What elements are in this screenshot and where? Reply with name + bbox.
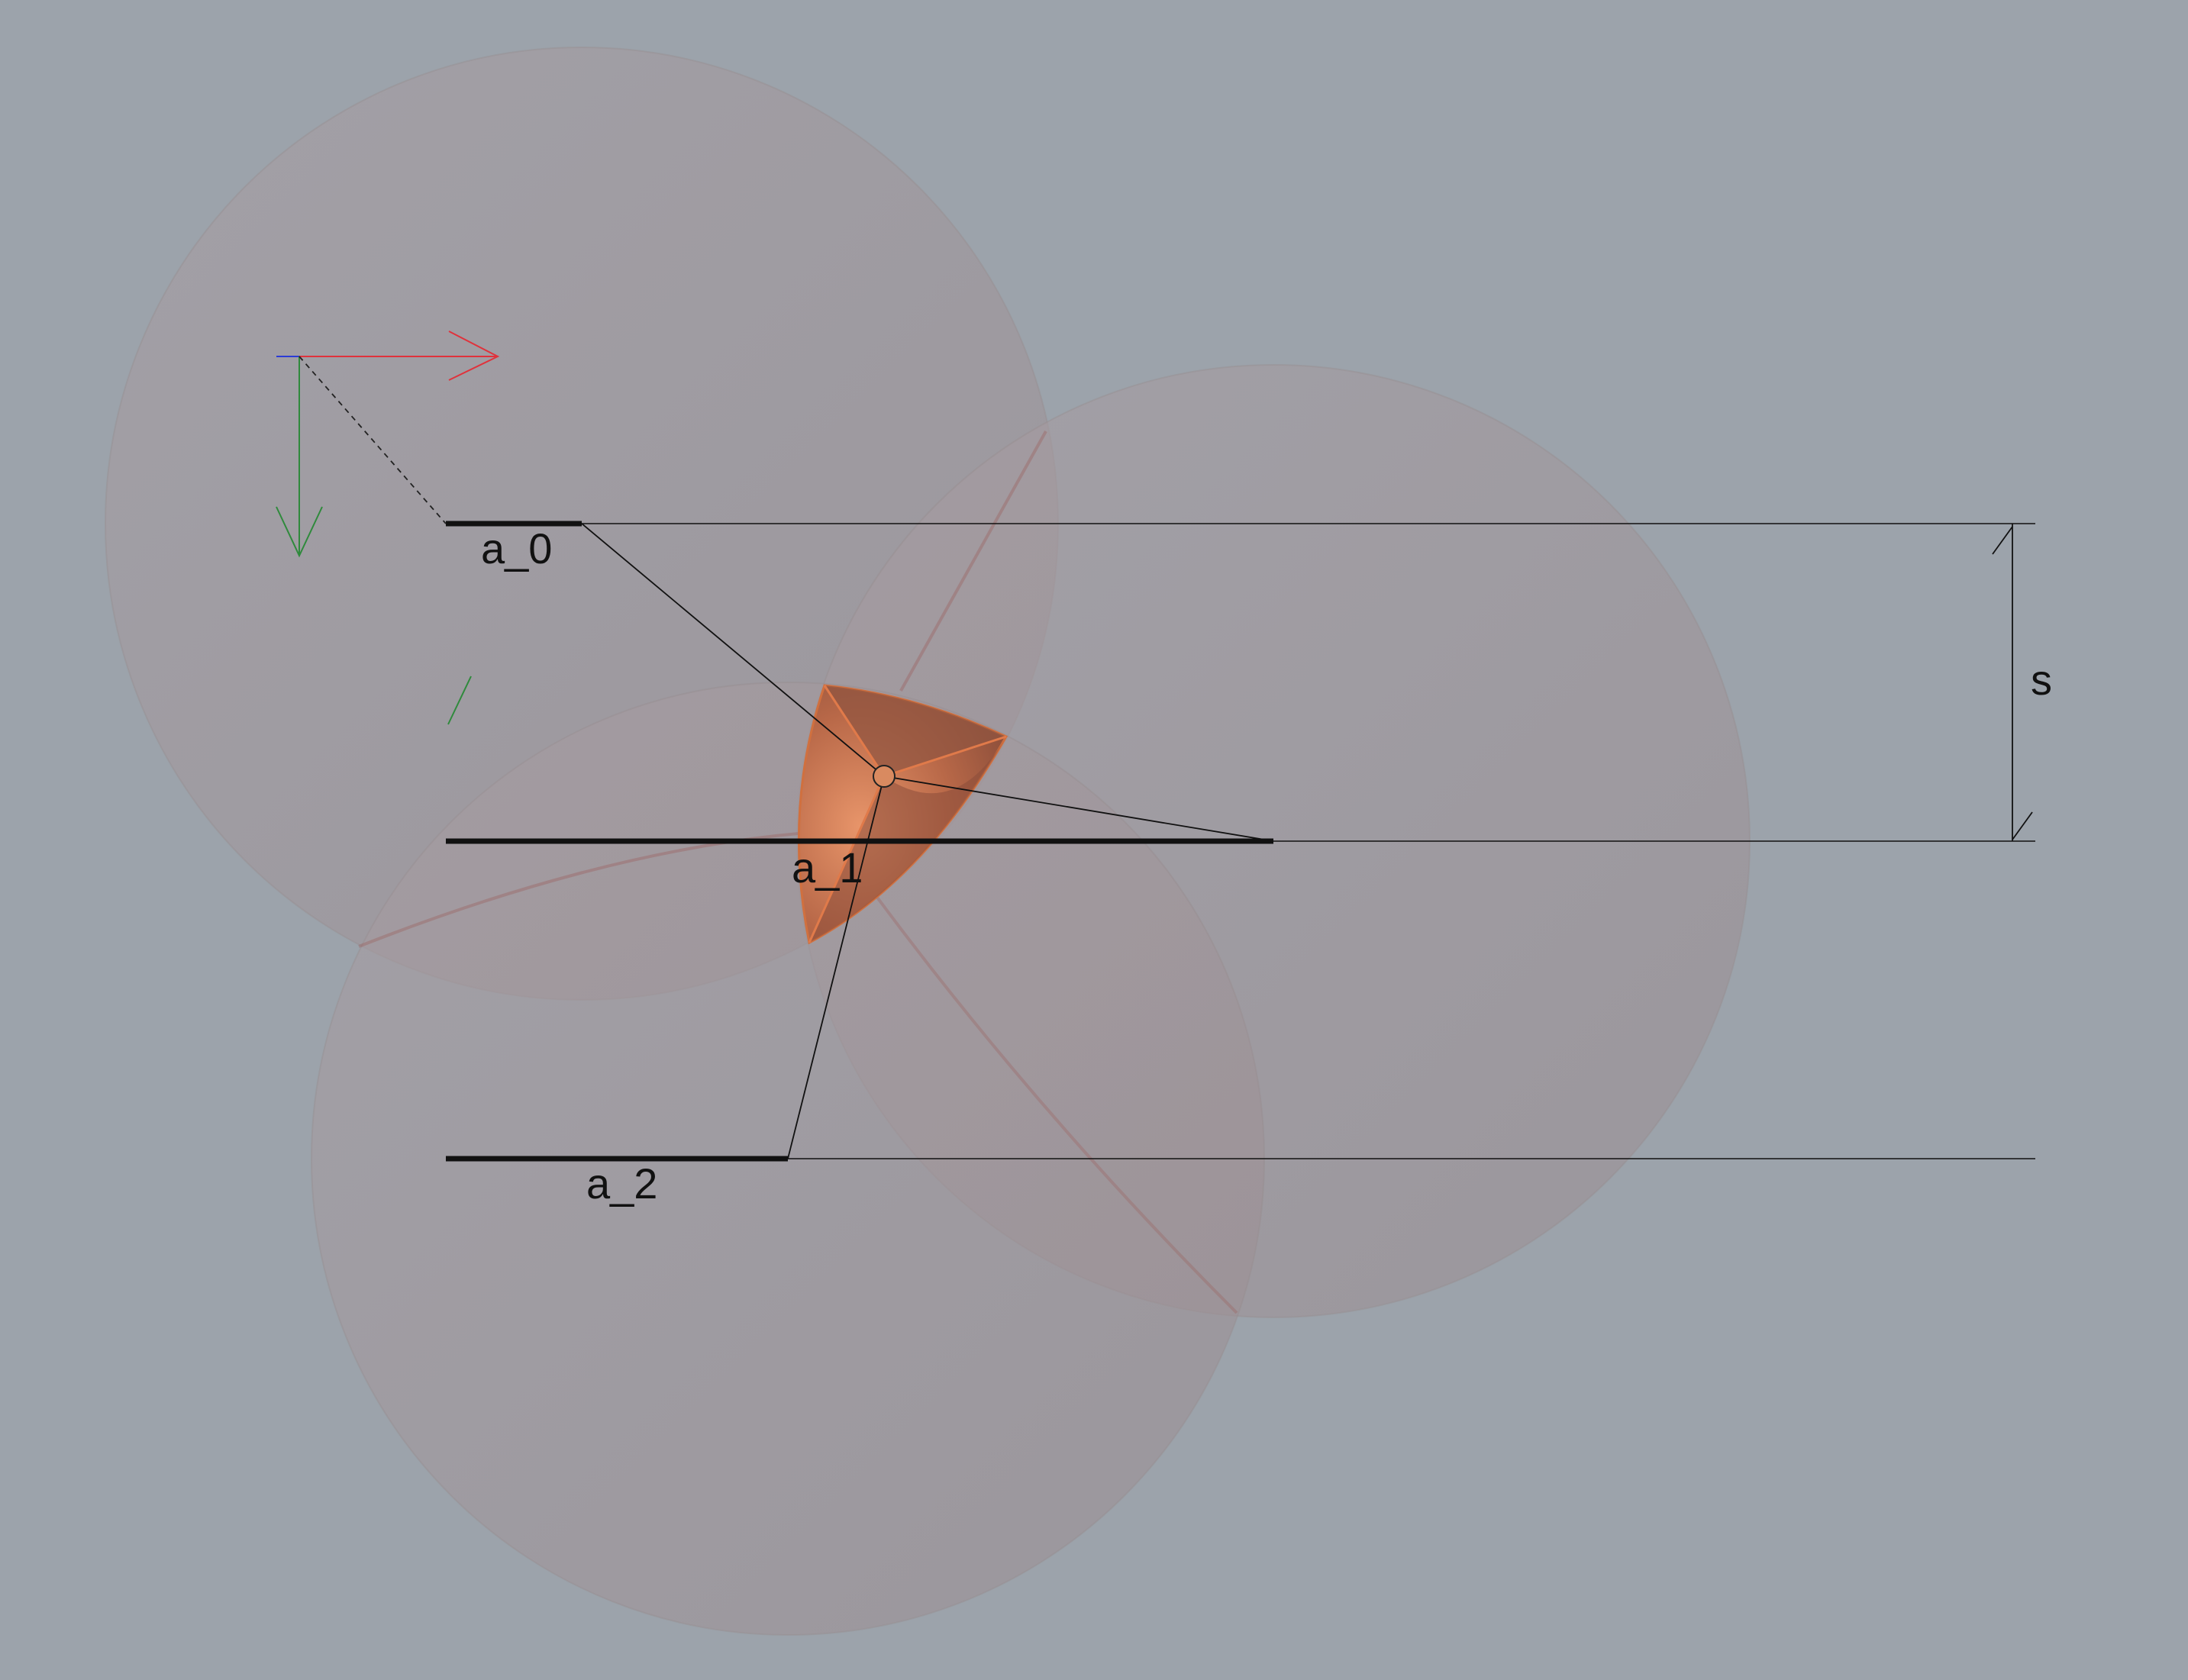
center-point-icon (873, 765, 896, 788)
stray-green-tick (447, 676, 472, 725)
dimension-tick-bottom (2012, 811, 2033, 840)
label-dimension-s: s (2031, 656, 2052, 704)
label-a2: a_2 (586, 1159, 657, 1208)
axis-y-arrowhead (276, 506, 323, 558)
label-a1: a_1 (792, 843, 863, 892)
connector-a1 (883, 776, 1274, 842)
connector-a2 (787, 776, 885, 1159)
wedge-edge-3 (808, 776, 886, 943)
intersection-arc-upper (899, 430, 1047, 692)
axis-x-arrowhead (448, 331, 500, 381)
wedge-edge-1 (823, 685, 886, 777)
intersection-arc-left (358, 830, 818, 948)
axis-diagonal-dashed (299, 356, 447, 524)
dimension-s (1992, 524, 2033, 841)
label-a0: a_0 (481, 524, 552, 572)
dimension-tick-top (1992, 526, 2013, 555)
intersection-arc-lower (861, 876, 1238, 1314)
connector-a0 (581, 523, 885, 777)
wedge-edge-2 (883, 735, 1007, 778)
xyz-axes-icon (276, 331, 500, 725)
